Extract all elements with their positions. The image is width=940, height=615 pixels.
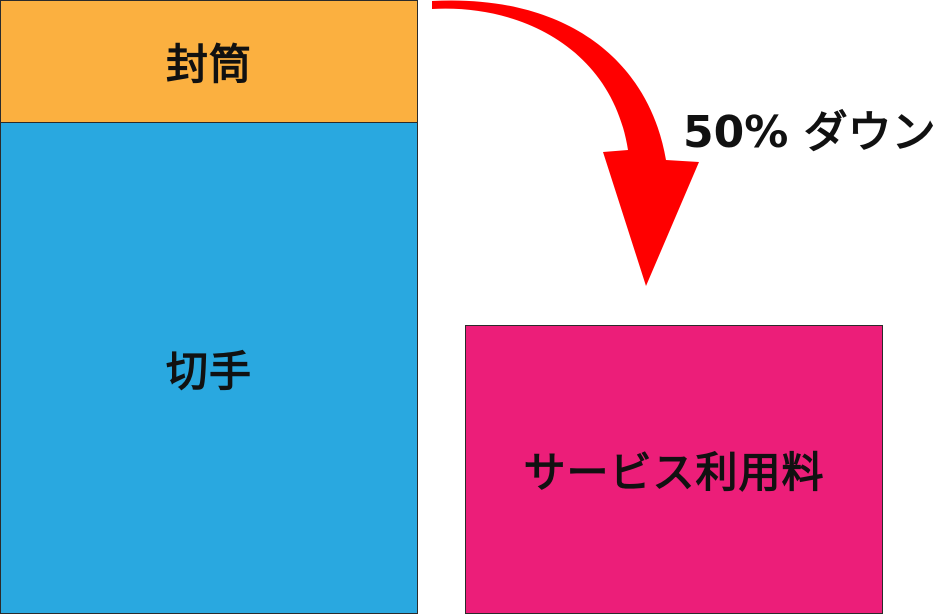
stamp-label: 切手	[165, 346, 252, 396]
envelope-label: 封筒	[165, 40, 252, 89]
envelope-box: 封筒	[0, 0, 418, 123]
arrow-shape	[432, 0, 699, 286]
stamp-box: 切手	[0, 122, 418, 614]
service-fee-box: サービス利用料	[465, 325, 883, 614]
service-fee-label: サービス利用料	[523, 448, 825, 497]
discount-label: 50% ダウン	[683, 107, 936, 158]
